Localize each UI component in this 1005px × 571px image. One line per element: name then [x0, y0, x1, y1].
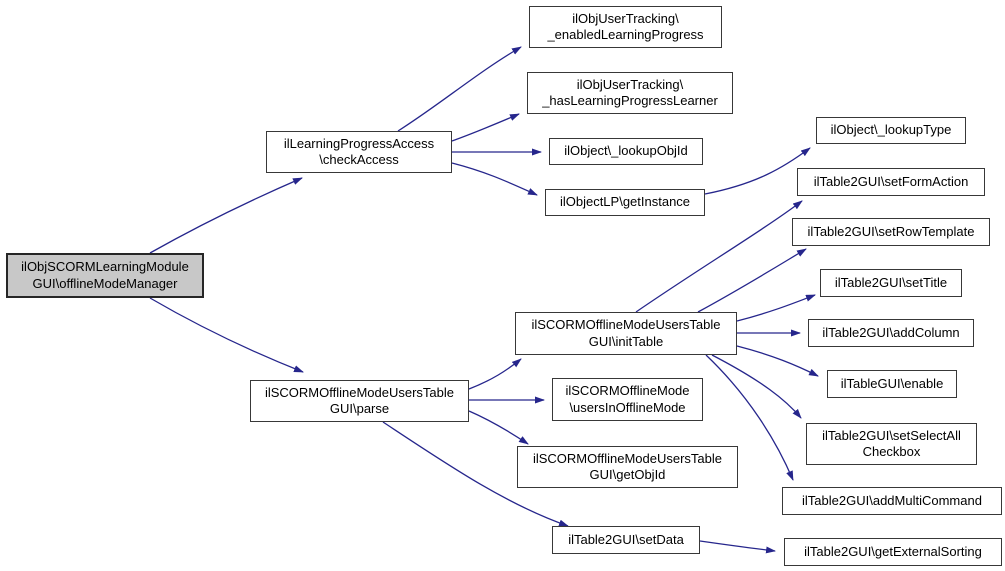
- edge-initTable-setFormAction: [635, 200, 803, 313]
- edge-initTable-setSelectAllCheckbox: [711, 354, 802, 419]
- node-ilTable2GUI-getExternalSorting[interactable]: ilTable2GUI\getExternalSorting: [784, 538, 1002, 566]
- edge-checkAccess-hasLearningProgressLearner: [451, 113, 520, 142]
- node-ilObjUserTracking-hasLearningProgressLearner[interactable]: ilObjUserTracking\ _hasLearningProgressL…: [527, 72, 733, 114]
- node-ilSCORMOfflineModeUsersTableGUI-initTable[interactable]: ilSCORMOfflineModeUsersTable GUI\initTab…: [515, 312, 737, 355]
- edge-parse-getObjId: [468, 410, 529, 445]
- node-ilTable2GUI-setTitle[interactable]: ilTable2GUI\setTitle: [820, 269, 962, 297]
- node-ilSCORMOfflineMode-usersInOfflineMode[interactable]: ilSCORMOfflineMode \usersInOfflineMode: [552, 378, 703, 421]
- edge-getInstance-lookupType: [704, 147, 811, 195]
- node-ilTable2GUI-setSelectAllCheckbox[interactable]: ilTable2GUI\setSelectAll Checkbox: [806, 423, 977, 465]
- node-ilLearningProgressAccess-checkAccess[interactable]: ilLearningProgressAccess \checkAccess: [266, 131, 452, 173]
- edge-initTable-enable: [736, 345, 819, 377]
- node-ilObjUserTracking-enabledLearningProgress[interactable]: ilObjUserTracking\ _enabledLearningProgr…: [529, 6, 722, 48]
- node-ilTable2GUI-setFormAction[interactable]: ilTable2GUI\setFormAction: [797, 168, 985, 196]
- node-ilTable2GUI-addMultiCommand[interactable]: ilTable2GUI\addMultiCommand: [782, 487, 1002, 515]
- node-ilTableGUI-enable[interactable]: ilTableGUI\enable: [827, 370, 957, 398]
- node-ilObjectLP-getInstance[interactable]: ilObjectLP\getInstance: [545, 189, 705, 216]
- edge-setData-getExternalSorting: [699, 540, 776, 554]
- node-ilTable2GUI-setData[interactable]: ilTable2GUI\setData: [552, 526, 700, 554]
- edge-parse-initTable: [468, 358, 522, 390]
- node-ilObjSCORMLearningModuleGUI-offlineModeManager: ilObjSCORMLearningModule GUI\offlineMode…: [6, 253, 204, 298]
- node-ilSCORMOfflineModeUsersTableGUI-parse[interactable]: ilSCORMOfflineModeUsersTable GUI\parse: [250, 380, 469, 422]
- node-ilObject-lookupType[interactable]: ilObject\_lookupType: [816, 117, 966, 144]
- edge-root-parse: [149, 297, 304, 373]
- edge-initTable-setRowTemplate: [697, 248, 807, 313]
- edge-initTable-setTitle: [736, 294, 816, 322]
- edge-checkAccess-getInstance: [451, 162, 538, 196]
- edge-root-checkAccess: [149, 177, 303, 254]
- node-ilTable2GUI-setRowTemplate[interactable]: ilTable2GUI\setRowTemplate: [792, 218, 990, 246]
- node-ilTable2GUI-addColumn[interactable]: ilTable2GUI\addColumn: [808, 319, 974, 347]
- edge-checkAccess-enabledLearningProgress: [397, 46, 522, 132]
- node-ilSCORMOfflineModeUsersTableGUI-getObjId[interactable]: ilSCORMOfflineModeUsersTable GUI\getObjI…: [517, 446, 738, 488]
- node-ilObject-lookupObjId[interactable]: ilObject\_lookupObjId: [549, 138, 703, 165]
